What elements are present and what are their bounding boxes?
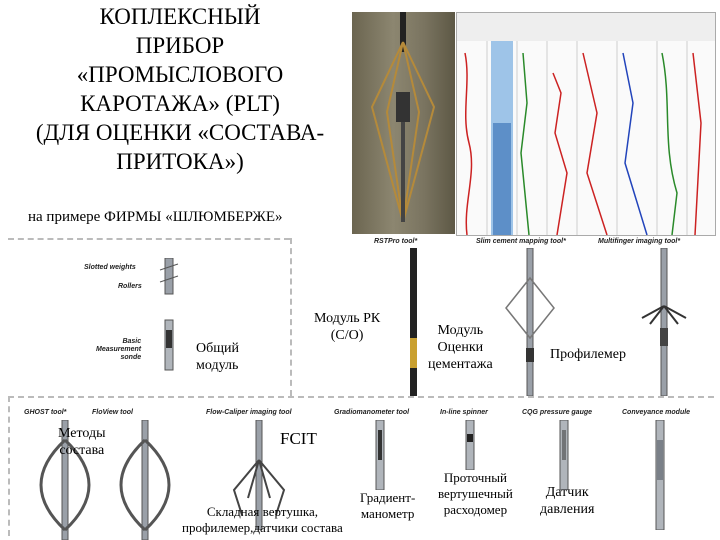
frame-line-divider [290, 238, 292, 396]
cement-line-1: Модуль [437, 323, 484, 338]
page-title: КОПЛЕКСНЫЙ ПРИБОР «ПРОМЫСЛОВОГО КАРОТАЖА… [0, 2, 360, 176]
cement-line-3: цементажа [428, 357, 493, 372]
log-panel [456, 12, 716, 236]
methods-line-2: состава [59, 443, 105, 458]
pressure-line-2: давления [540, 502, 595, 517]
title-line-2: ПРИБОР [135, 33, 225, 58]
pressure-line-1: Датчик [545, 485, 589, 500]
title-line-3: «ПРОМЫСЛОВОГО [76, 62, 284, 87]
module-rk-line-2: (С/О) [330, 328, 364, 343]
general-tool-drawing [159, 258, 179, 371]
title-line-4: КАРОТАЖА» (PLT) [80, 91, 280, 116]
multifinger-tool-drawing [641, 248, 687, 396]
title-line-6: ПРИТОКА») [116, 149, 244, 174]
methods-label: Методы состава [58, 425, 106, 459]
fcit-tool-drawing [232, 420, 286, 530]
cement-module-label: Модуль Оценки цементажа [428, 322, 493, 373]
conveyance-tool-drawing [655, 420, 665, 530]
general-module-label: Общий модуль [196, 340, 239, 374]
folding-line-2: профилемер,датчики состава [182, 520, 343, 535]
slim-cement-caption: Slim cement mapping tool* [476, 238, 566, 245]
folding-spinner-label: Складная вертушка, профилемер,датчики со… [182, 504, 343, 536]
methods-line-1: Методы [58, 426, 106, 441]
cement-line-2: Оценки [437, 340, 484, 355]
conveyance-caption: Conveyance module [622, 409, 691, 416]
basic-sonde-caption: Basic Measurement sonde [96, 338, 141, 362]
pressure-gauge-tool-drawing [559, 420, 569, 490]
gradiomanometer-caption: Gradiomanometer tool [334, 409, 410, 416]
rstpro-caption: RSTPro tool* [374, 238, 418, 245]
title-line-1: КОПЛЕКСНЫЙ [99, 4, 261, 29]
flow-line-3: расходомер [443, 502, 508, 517]
title-line-5: (ДЛЯ ОЦЕНКИ «СОСТАВА- [35, 120, 325, 145]
caliper-photo-drawing [370, 12, 436, 223]
multifinger-caption: Multifinger imaging tool* [598, 238, 681, 245]
pressure-sensor-label: Датчик давления [540, 484, 594, 518]
gradient-manometer-label: Градиент- манометр [360, 490, 415, 522]
slotted-weights-caption: Slotted weights [84, 264, 136, 271]
rstpro-tool-drawing [410, 248, 417, 396]
flowview-caption: FloView tool [92, 409, 133, 416]
frame-line-middle [8, 396, 714, 398]
cqg-caption: CQG pressure gauge [522, 409, 593, 416]
flow-line-2: вертушечный [438, 486, 513, 501]
general-module-line-1: Общий [196, 341, 239, 356]
flow-meter-label: Проточный вертушечный расходомер [438, 470, 513, 518]
ghost-caption: GHOST tool* [24, 409, 67, 416]
gradiomanometer-tool-drawing [375, 420, 385, 490]
flow-line-1: Проточный [443, 470, 507, 485]
basic-caption-1: Basic [122, 338, 142, 345]
fcit-label: FCIT [280, 429, 317, 448]
inline-spinner-caption: In-line spinner [440, 409, 488, 416]
log-drawing [457, 13, 715, 235]
folding-line-1: Складная вертушка, [206, 504, 318, 519]
caliper-tool-photo [352, 12, 455, 234]
subtitle: на примере ФИРМЫ «ШЛЮМБЕРЖЕ» [28, 209, 283, 225]
basic-caption-3: sonde [120, 354, 142, 361]
module-rk-label: Модуль РК (С/О) [314, 310, 380, 344]
basic-caption-2: Measurement [96, 346, 142, 353]
composition-tools-drawing [39, 420, 171, 540]
rollers-caption: Rollers [118, 283, 142, 290]
cement-tool-drawing [505, 248, 555, 396]
general-module-line-2: модуль [196, 358, 239, 373]
profiler-label: Профилемер [550, 347, 626, 362]
frame-line-top-left [8, 238, 290, 240]
inline-spinner-tool-drawing [465, 420, 475, 470]
flow-caliper-caption: Flow-Caliper imaging tool [206, 409, 292, 416]
module-rk-line-1: Модуль РК [314, 311, 381, 326]
frame-line-left [8, 396, 10, 536]
gradient-line-2: манометр [360, 506, 415, 521]
gradient-line-1: Градиент- [360, 490, 416, 505]
